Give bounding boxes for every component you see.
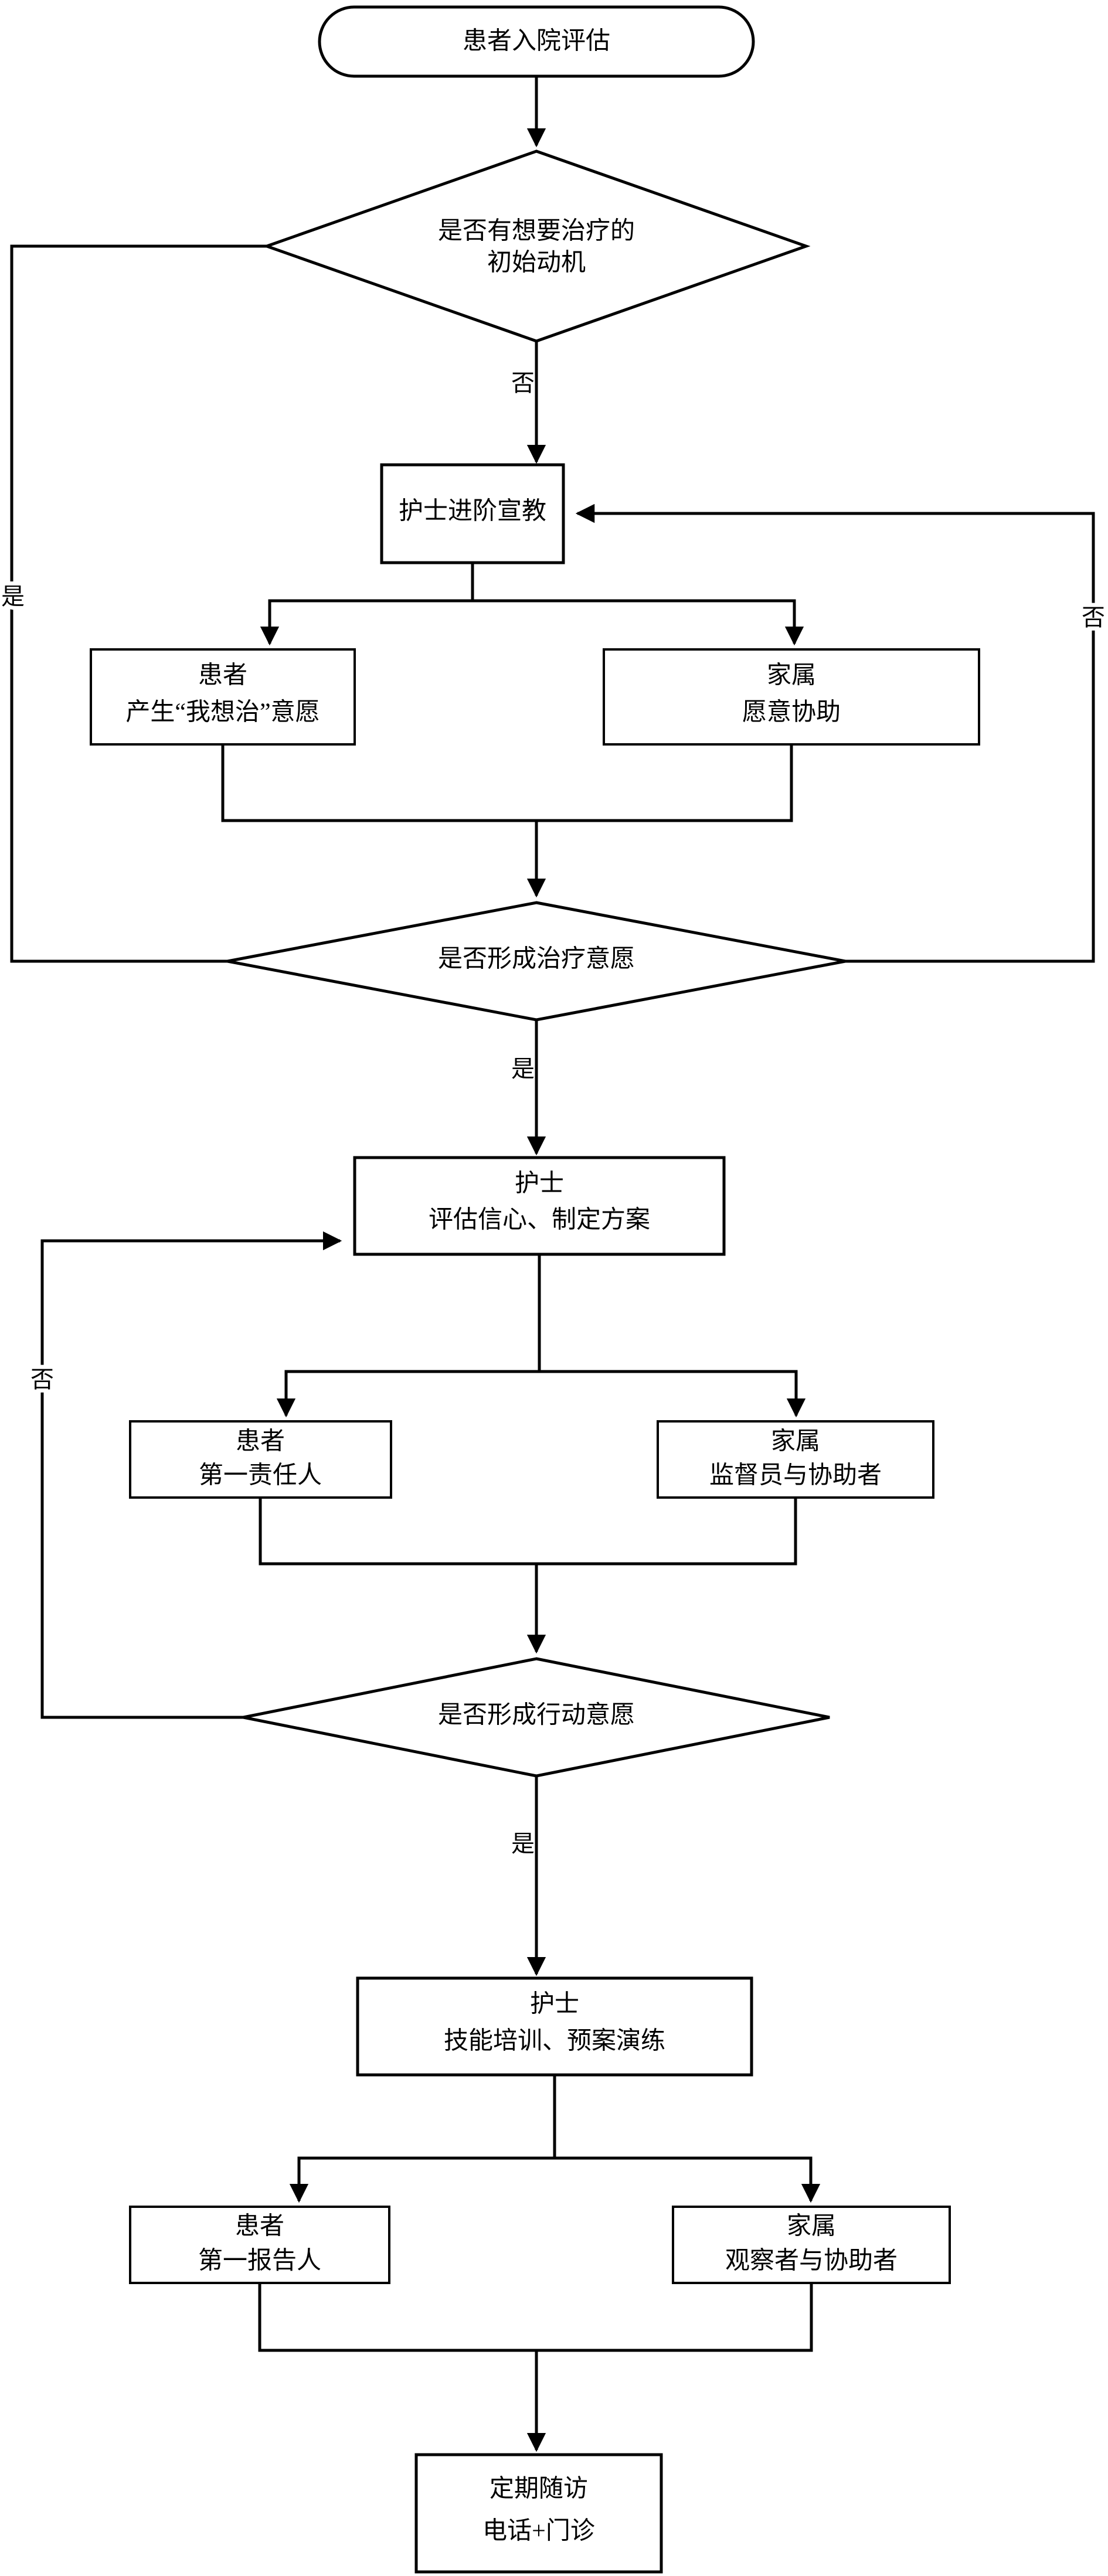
nurse-edu-shape <box>380 463 565 564</box>
patient-will-shape <box>90 648 356 746</box>
family-help-label-line2: 愿意协助 <box>742 699 841 726</box>
node-decision1: 是否有想要治疗的 初始动机 <box>262 149 811 343</box>
patient-reporter-label-line2: 第一报告人 <box>198 2248 321 2275</box>
edge-join-responsible-supervisor <box>259 1498 797 1566</box>
patient-responsible-label-line1: 患者 <box>236 1428 285 1455</box>
edge-label-decision2-yes: 是 <box>511 1056 535 1082</box>
edge-label-decision3-yes: 是 <box>511 1830 535 1857</box>
edge-decision3-no-loop <box>40 1231 342 1719</box>
edge-label-decision1-no: 否 <box>511 370 535 396</box>
patient-will-label-line2: 产生“我想治”意愿 <box>125 699 320 726</box>
family-supervisor-shape <box>657 1420 934 1499</box>
edge-label-decision2-no: 否 <box>1082 604 1105 631</box>
edge-training-to-patient-reporter <box>289 2075 556 2203</box>
edge-label-decision1-yes: 是 <box>1 583 25 610</box>
node-family-supervisor: 家属 监督员与协助者 <box>657 1420 934 1499</box>
node-start: 患者入院评估 <box>318 5 755 78</box>
edge-nurse-plan-to-patient-responsible <box>276 1254 541 1418</box>
node-patient-responsible: 患者 第一责任人 <box>129 1420 392 1499</box>
node-followup: 定期随访 电话+门诊 <box>414 2453 663 2574</box>
family-supervisor-label-line2: 监督员与协助者 <box>709 1462 882 1489</box>
node-patient-will: 患者 产生“我想治”意愿 <box>90 648 356 746</box>
nurse-training-label-line1: 护士 <box>530 1991 579 2018</box>
nurse-edu-label: 护士进阶宣教 <box>399 498 546 525</box>
node-family-help: 家属 愿意协助 <box>603 648 980 746</box>
edge-decision2-no-loop <box>575 503 1095 963</box>
patient-will-label-line1: 患者 <box>198 662 247 689</box>
node-nurse-edu: 护士进阶宣教 <box>380 463 565 564</box>
nurse-plan-label-line1: 护士 <box>515 1170 564 1197</box>
edge-nurse-edu-to-patient-will <box>260 563 474 646</box>
family-supervisor-label-line1: 家属 <box>771 1428 820 1455</box>
family-help-label-line1: 家属 <box>767 662 816 689</box>
decision1-label-line2: 初始动机 <box>487 250 586 277</box>
edge-nurse-edu-to-family-help <box>473 599 804 646</box>
decision1-shape <box>262 149 811 343</box>
edge-nurse-plan-to-family-supervisor <box>539 1370 806 1418</box>
nurse-plan-shape <box>353 1156 726 1256</box>
nurse-training-label-line2: 技能培训、预案演练 <box>444 2027 665 2055</box>
decision2-label: 是否形成治疗意愿 <box>438 945 635 973</box>
family-observer-label-line2: 观察者与协助者 <box>725 2248 898 2275</box>
node-nurse-plan: 护士 评估信心、制定方案 <box>353 1156 726 1256</box>
node-decision3: 是否形成行动意愿 <box>243 1657 830 1778</box>
followup-label-line2: 电话+门诊 <box>482 2518 595 2545</box>
edge-decision1-yes-loop <box>10 244 267 963</box>
family-observer-shape <box>672 2206 951 2284</box>
nurse-plan-label-line2: 评估信心、制定方案 <box>429 1206 650 1234</box>
decision1-label-line1: 是否有想要治疗的 <box>438 218 635 245</box>
node-nurse-training: 护士 技能培训、预案演练 <box>356 1976 753 2077</box>
edge-join-will-help <box>221 744 793 822</box>
patient-reporter-label-line1: 患者 <box>235 2213 284 2240</box>
nurse-training-shape <box>356 1976 753 2077</box>
patient-reporter-shape <box>129 2206 390 2284</box>
edge-training-to-family-observer <box>555 2156 821 2203</box>
family-observer-label-line1: 家属 <box>787 2213 836 2240</box>
edge-join-reporter-observer <box>258 2283 813 2352</box>
node-patient-reporter: 患者 第一报告人 <box>129 2206 390 2284</box>
decision3-label: 是否形成行动意愿 <box>438 1702 635 1729</box>
family-help-shape <box>603 648 980 746</box>
followup-label-line1: 定期随访 <box>490 2475 588 2503</box>
patient-responsible-shape <box>129 1420 392 1499</box>
node-family-observer: 家属 观察者与协助者 <box>672 2206 951 2284</box>
start-node-label: 患者入院评估 <box>463 28 610 55</box>
patient-responsible-label-line2: 第一责任人 <box>199 1462 322 1489</box>
node-decision2: 是否形成治疗意愿 <box>227 901 846 1022</box>
followup-shape <box>414 2453 663 2574</box>
edge-label-decision3-no: 否 <box>30 1366 54 1393</box>
